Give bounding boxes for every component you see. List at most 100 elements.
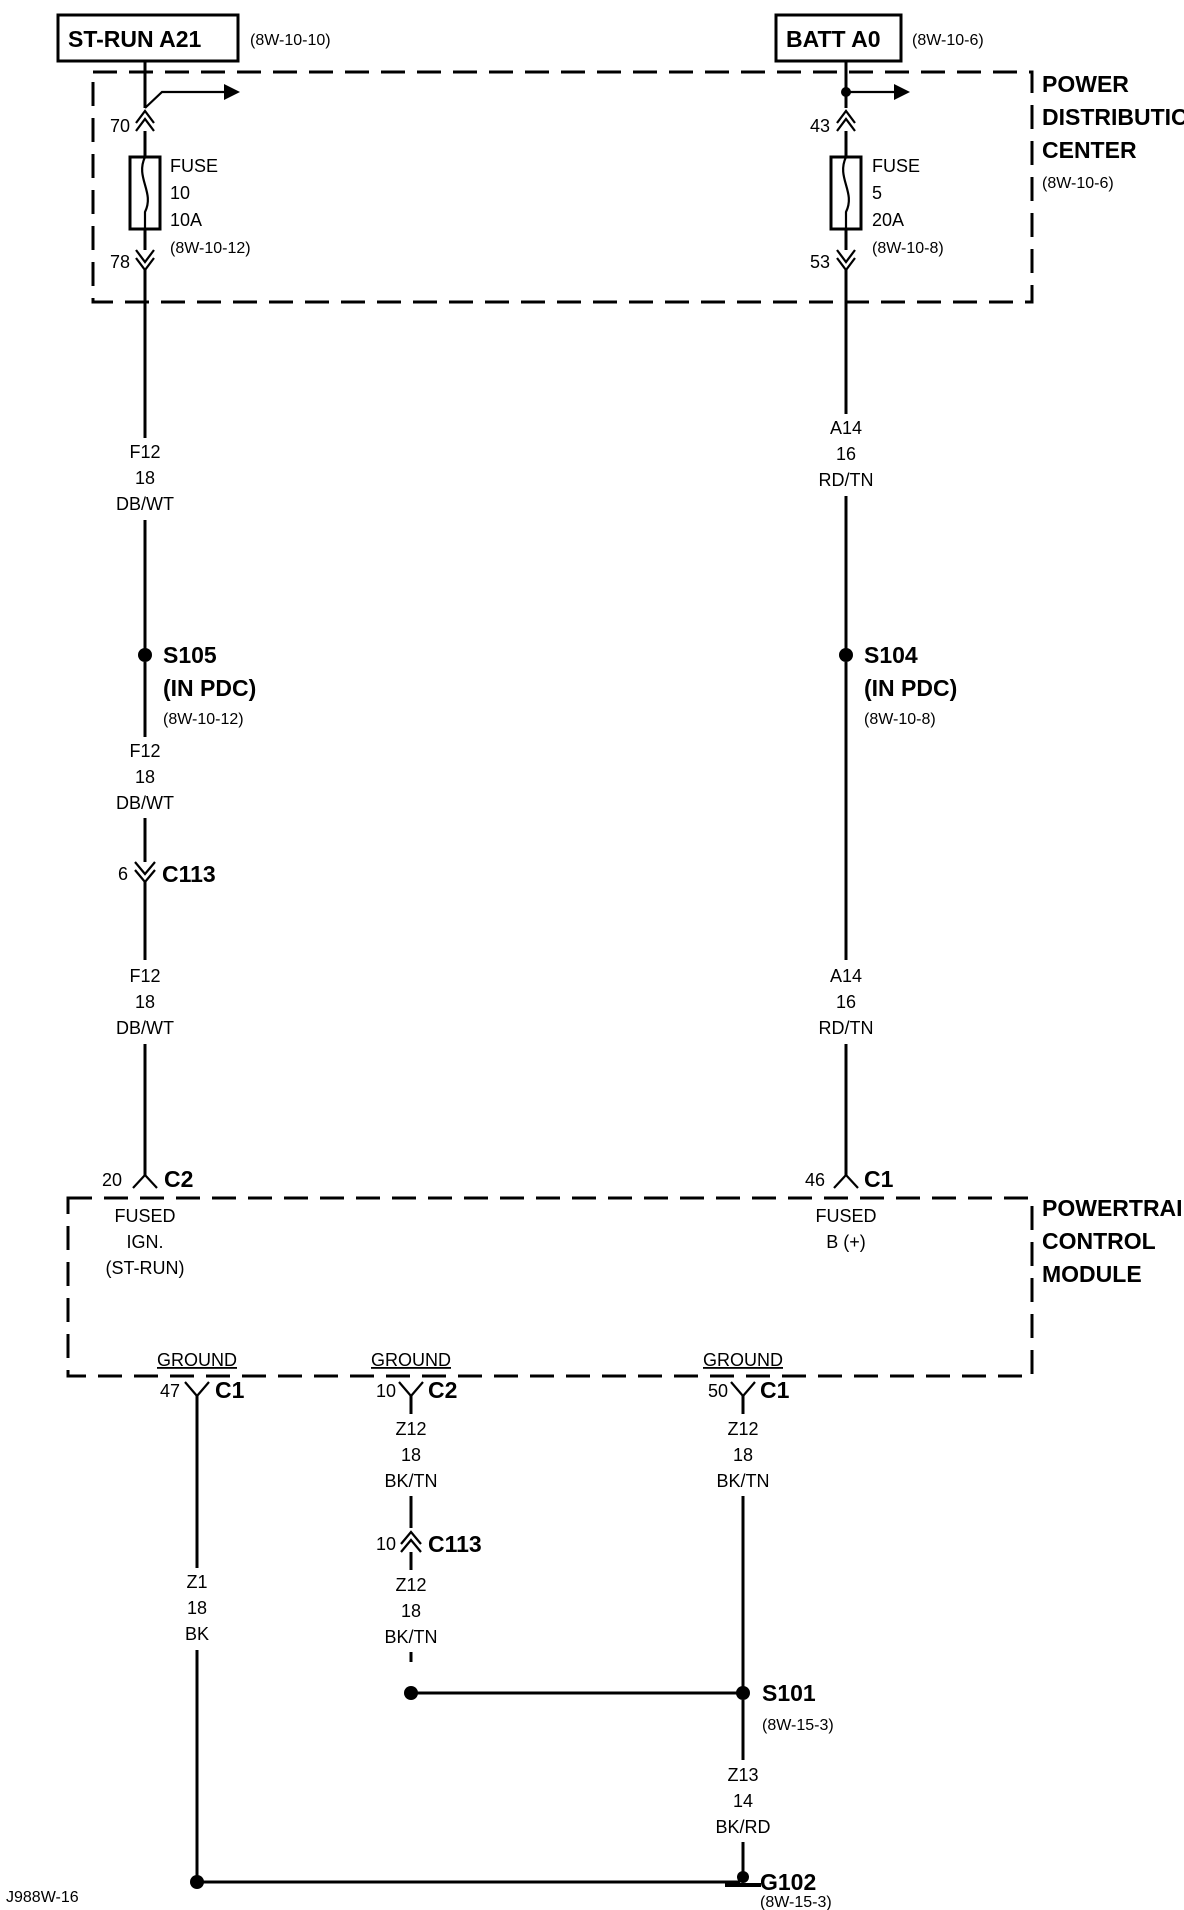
- wire-f12-c-gauge: 18: [135, 992, 155, 1012]
- pcm-ground-label-2: GROUND: [371, 1350, 451, 1370]
- connector-c1-gnd-b-name: C1: [760, 1377, 790, 1403]
- fuse-5-ref: (8W-10-8): [872, 240, 944, 257]
- pcm-title-line2: CONTROL: [1042, 1228, 1156, 1254]
- wire-f12-b-id: F12: [129, 741, 160, 761]
- wire-z1-gauge: 18: [187, 1598, 207, 1618]
- wire-a14-a-id: A14: [830, 418, 862, 438]
- connector-symbol-43b: [836, 117, 856, 132]
- connector-c1-fused-name: C1: [864, 1166, 894, 1192]
- connector-c2-gnd-symbol: [398, 1381, 424, 1398]
- figure-id: J988W-16: [6, 1889, 79, 1906]
- wire-z1-color: BK: [185, 1624, 209, 1644]
- wire-f12-b-color: DB/WT: [116, 793, 174, 813]
- splice-s104-loc: (IN PDC): [864, 675, 957, 701]
- connector-c113-bottom-pin: 10: [376, 1534, 396, 1554]
- wire-z12-a-gauge: 18: [401, 1445, 421, 1465]
- connector-c113-bottom-symbol: [400, 1530, 422, 1545]
- sense-arrow-left: [144, 90, 228, 109]
- connector-c2-fused-symbol: [132, 1173, 158, 1189]
- splice-s105-loc: (IN PDC): [163, 675, 256, 701]
- pdc-ref: (8W-10-6): [1042, 175, 1114, 192]
- connector-c1-gnd-a-name: C1: [215, 1377, 245, 1403]
- wire-z13-color: BK/RD: [715, 1817, 770, 1837]
- fuse-5-label: FUSE: [872, 156, 920, 176]
- connector-c1-fused-symbol: [833, 1173, 859, 1189]
- wire-z12-c-id: Z12: [727, 1419, 758, 1439]
- ground-g102-name: G102: [760, 1869, 816, 1895]
- connector-symbol-78: [135, 249, 155, 264]
- wire-z12-b-color: BK/TN: [384, 1627, 437, 1647]
- pin-43: 43: [810, 116, 830, 136]
- wire-f12-c-id: F12: [129, 966, 160, 986]
- splice-s105-name: S105: [163, 642, 217, 668]
- connector-c1-gnd-b-pin: 50: [708, 1381, 728, 1401]
- splice-s104-name: S104: [864, 642, 918, 668]
- fuse-10-label: FUSE: [170, 156, 218, 176]
- fuse-5-number: 5: [872, 183, 882, 203]
- wire-z12-c-gauge: 18: [733, 1445, 753, 1465]
- source-batt-label: BATT A0: [786, 26, 881, 52]
- connector-symbol-43: [836, 109, 856, 124]
- fuse-10-element: [141, 156, 149, 229]
- wire-a14-b-id: A14: [830, 966, 862, 986]
- pin-53: 53: [810, 252, 830, 272]
- pcm-fused-ign-l3: (ST-RUN): [106, 1258, 185, 1278]
- pcm-fused-ign-l2: IGN.: [126, 1232, 163, 1252]
- connector-c113-pin: 6: [118, 864, 128, 884]
- connector-c1-gnd-b-symbol: [730, 1381, 756, 1398]
- wire-z12-c-color: BK/TN: [716, 1471, 769, 1491]
- source-st-run-label: ST-RUN A21: [68, 26, 202, 52]
- pdc-title-line2: DISTRIBUTION: [1042, 104, 1184, 130]
- connector-symbol-78b: [135, 257, 155, 272]
- wire-f12-c-color: DB/WT: [116, 1018, 174, 1038]
- pcm-ground-label-1: GROUND: [157, 1350, 237, 1370]
- connector-c1-gnd-a-pin: 47: [160, 1381, 180, 1401]
- wire-f12-b-gauge: 18: [135, 767, 155, 787]
- pcm-ground-label-3: GROUND: [703, 1350, 783, 1370]
- wire-z1-id: Z1: [186, 1572, 207, 1592]
- fuse-10-ref: (8W-10-12): [170, 240, 251, 257]
- pdc-title-line3: CENTER: [1042, 137, 1137, 163]
- connector-c2-fused-pin: 20: [102, 1170, 122, 1190]
- connector-symbol-70b: [135, 117, 155, 132]
- connector-c2-gnd-name: C2: [428, 1377, 457, 1403]
- wire-f12-a-gauge: 18: [135, 468, 155, 488]
- sense-arrowhead-right: [894, 84, 910, 100]
- pdc-title-line1: POWER: [1042, 71, 1129, 97]
- splice-s105-ref: (8W-10-12): [163, 711, 244, 728]
- connector-c2-gnd-pin: 10: [376, 1381, 396, 1401]
- wire-z12-a-id: Z12: [395, 1419, 426, 1439]
- fuse-5-rating: 20A: [872, 210, 904, 230]
- wire-f12-a-color: DB/WT: [116, 494, 174, 514]
- wire-a14-b-color: RD/TN: [819, 1018, 874, 1038]
- wire-a14-a-gauge: 16: [836, 444, 856, 464]
- connector-symbol-53b: [836, 257, 856, 272]
- splice-s104-dot: [839, 648, 853, 662]
- wire-z12-b-gauge: 18: [401, 1601, 421, 1621]
- pcm-boundary: [66, 1196, 1034, 1378]
- wire-z12-a-color: BK/TN: [384, 1471, 437, 1491]
- fuse-5-element: [842, 156, 850, 229]
- connector-c2-fused-name: C2: [164, 1166, 193, 1192]
- connector-symbol-70: [135, 109, 155, 124]
- wire-z13-id: Z13: [727, 1765, 758, 1785]
- connector-symbol-53: [836, 249, 856, 264]
- pcm-title-line3: MODULE: [1042, 1261, 1142, 1287]
- splice-s101-name: S101: [762, 1680, 816, 1706]
- pcm-title-line1: POWERTRAIN: [1042, 1195, 1184, 1221]
- ground-g102-ref: (8W-15-3): [760, 1894, 832, 1910]
- pcm-fused-b-l2: B (+): [826, 1232, 866, 1252]
- connector-c1-gnd-a-symbol: [184, 1381, 210, 1398]
- splice-s101-dot: [736, 1686, 750, 1700]
- source-box-st-run: [56, 13, 240, 63]
- splice-s105-dot: [138, 648, 152, 662]
- source-box-batt: [774, 13, 903, 63]
- wire-f12-a-id: F12: [129, 442, 160, 462]
- wire-z13-gauge: 14: [733, 1791, 753, 1811]
- pin-78: 78: [110, 252, 130, 272]
- connector-c1-fused-pin: 46: [805, 1170, 825, 1190]
- pin-70: 70: [110, 116, 130, 136]
- fuse-10-rating: 10A: [170, 210, 202, 230]
- fuse-10-number: 10: [170, 183, 190, 203]
- connector-c113-bottom-symbol-b: [400, 1538, 422, 1553]
